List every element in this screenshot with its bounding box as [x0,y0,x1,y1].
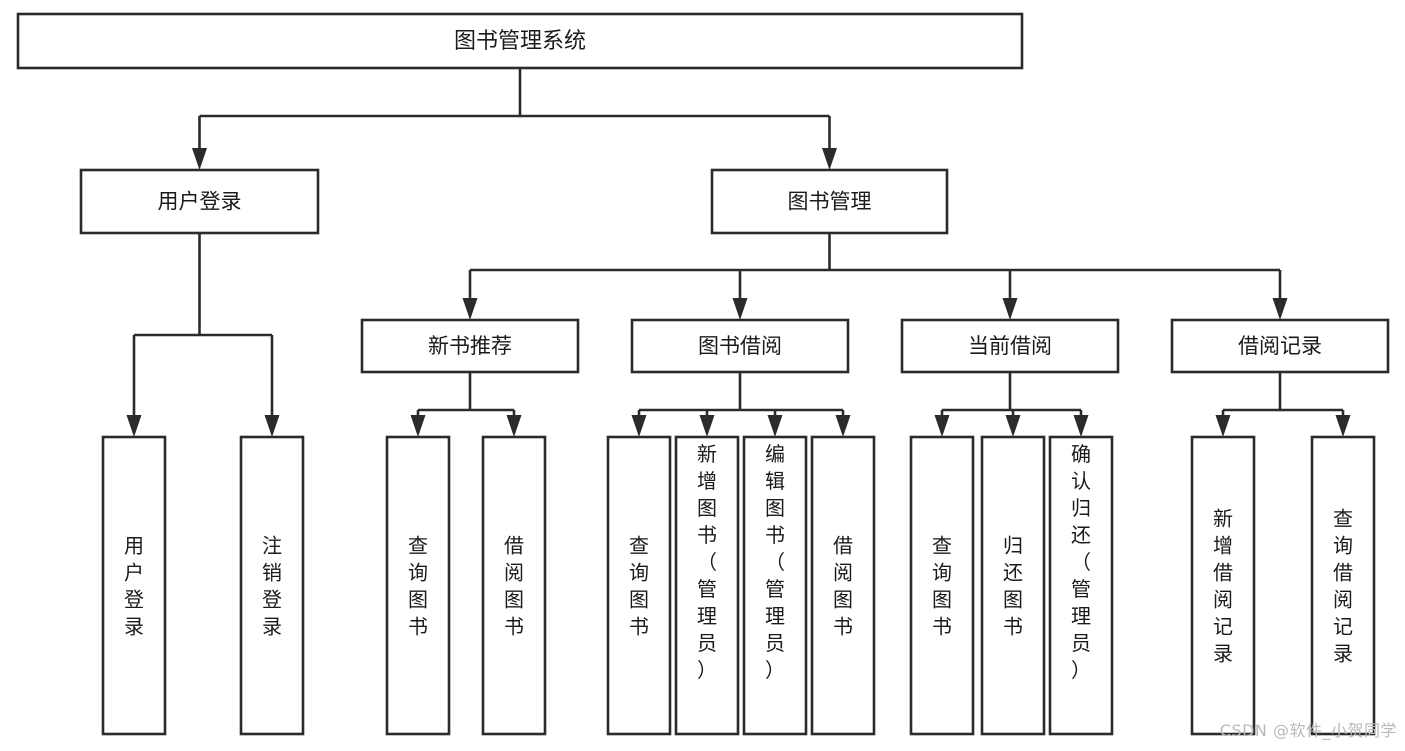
node-label-recommend-query-book: 查询图书 [408,534,428,639]
node-borrow-borrow-book[interactable]: 借阅图书 [810,435,876,736]
node-label-current-return-book: 归还图书 [1003,534,1023,639]
node-borrow-query-book[interactable]: 查询图书 [606,435,672,736]
link-book-borrow-borrow-borrow-book-arrowhead [835,415,851,437]
link-bookmgmt-new-book-recommend-arrowhead [462,298,478,320]
link-userlogin-user-login-do-arrowhead [126,415,142,437]
node-box-current-confirm-return [1048,435,1114,736]
node-user-login-do[interactable]: 用户登录 [101,435,167,736]
node-user-login[interactable]: 用户登录 [79,168,320,235]
link-current-borrow-current-confirm-return-arrowhead [1073,415,1089,437]
node-current-borrow[interactable]: 当前借阅 [900,318,1120,374]
node-box-root [16,12,1024,70]
link-bookmgmt-borrow-record-arrowhead [1272,298,1288,320]
link-book-borrow-borrow-query-book-arrowhead [631,415,647,437]
node-box-recommend-query-book [385,435,451,736]
node-label-current-confirm-return: 确认归还（管理员） [1071,442,1091,682]
node-box-borrow-query-book [606,435,672,736]
node-box-book-management [710,168,949,235]
node-box-borrow-add-book [674,435,740,736]
node-box-user-logout [239,435,305,736]
node-recommend-borrow-book[interactable]: 借阅图书 [481,435,547,736]
link-bookmgmt-current-borrow-arrowhead [1002,298,1018,320]
node-label-borrow-query-book: 查询图书 [629,534,649,639]
node-current-return-book[interactable]: 归还图书 [980,435,1046,736]
node-box-current-borrow [900,318,1120,374]
node-book-borrow[interactable]: 图书借阅 [630,318,850,374]
node-box-book-borrow [630,318,850,374]
node-box-new-book-recommend [360,318,580,374]
link-root-user-login-arrowhead [192,148,207,170]
node-box-borrow-borrow-book [810,435,876,736]
node-box-current-return-book [980,435,1046,736]
node-user-logout[interactable]: 注销登录 [239,435,305,736]
node-box-user-login-do [101,435,167,736]
node-borrow-edit-book[interactable]: 编辑图书（管理员） [742,435,808,736]
node-box-current-query-book [909,435,975,736]
node-label-user-login: 用户登录 [158,190,242,214]
link-new-book-recommend-recommend-borrow-book-arrowhead [506,415,522,437]
node-label-recommend-borrow-book: 借阅图书 [504,534,524,639]
link-book-borrow-borrow-add-book-arrowhead [699,415,715,437]
node-label-borrow-add-book: 新增图书（管理员） [697,442,717,682]
node-box-user-login [79,168,320,235]
node-label-current-borrow: 当前借阅 [968,334,1052,358]
node-box-borrow-record [1170,318,1390,374]
node-label-new-book-recommend: 新书推荐 [428,334,512,358]
link-new-book-recommend-recommend-query-book-arrowhead [410,415,426,437]
node-box-borrow-edit-book [742,435,808,736]
node-label-user-logout: 注销登录 [262,534,282,639]
node-record-add[interactable]: 新增借阅记录 [1190,435,1256,736]
node-borrow-add-book[interactable]: 新增图书（管理员） [674,435,740,736]
node-label-book-management: 图书管理 [788,190,872,214]
link-root-book-management-arrowhead [822,148,837,170]
node-box-record-query [1310,435,1376,736]
node-label-borrow-borrow-book: 借阅图书 [833,534,853,639]
node-record-query[interactable]: 查询借阅记录 [1310,435,1376,736]
node-root[interactable]: 图书管理系统 [16,12,1024,70]
link-borrow-record-record-add-arrowhead [1215,415,1231,437]
link-borrow-record-record-query-arrowhead [1335,415,1351,437]
node-label-borrow-edit-book: 编辑图书（管理员） [765,442,785,682]
node-book-management[interactable]: 图书管理 [710,168,949,235]
node-label-root: 图书管理系统 [454,29,586,54]
node-current-query-book[interactable]: 查询图书 [909,435,975,736]
link-book-borrow-borrow-edit-book-arrowhead [767,415,783,437]
link-userlogin-user-logout-arrowhead [264,415,280,437]
link-bookmgmt-book-borrow-arrowhead [732,298,748,320]
node-label-user-login-do: 用户登录 [124,534,144,639]
node-box-recommend-borrow-book [481,435,547,736]
node-box-record-add [1190,435,1256,736]
node-label-borrow-record: 借阅记录 [1238,334,1322,358]
node-label-record-query: 查询借阅记录 [1333,507,1353,666]
node-borrow-record[interactable]: 借阅记录 [1170,318,1390,374]
node-label-current-query-book: 查询图书 [932,534,952,639]
node-label-record-add: 新增借阅记录 [1213,507,1233,666]
node-new-book-recommend[interactable]: 新书推荐 [360,318,580,374]
node-current-confirm-return[interactable]: 确认归还（管理员） [1048,435,1114,736]
link-current-borrow-current-query-book-arrowhead [934,415,950,437]
node-label-book-borrow: 图书借阅 [698,334,782,358]
node-recommend-query-book[interactable]: 查询图书 [385,435,451,736]
csdn-watermark: CSDN @软件_小贺同学 [1219,721,1397,740]
link-current-borrow-current-return-book-arrowhead [1005,415,1021,437]
